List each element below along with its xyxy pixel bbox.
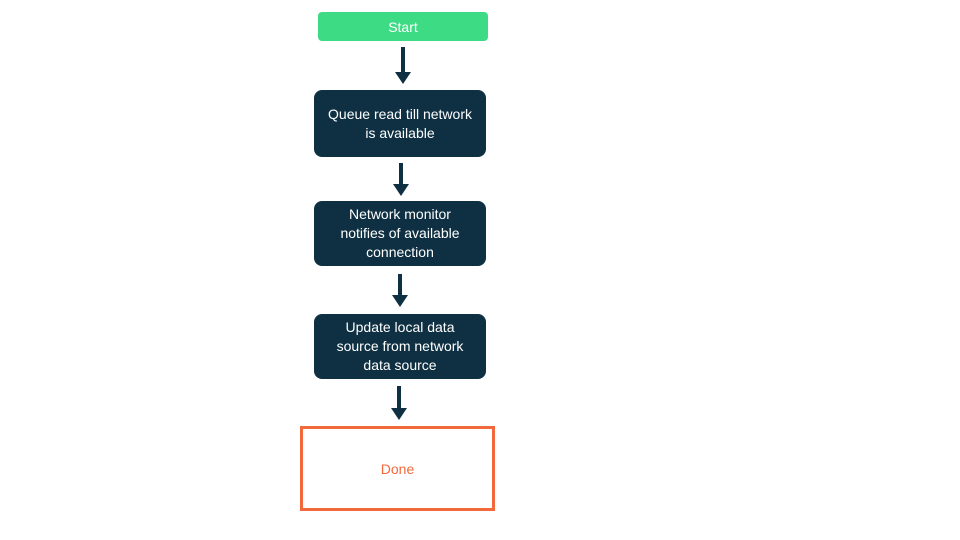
arrow-head (395, 72, 411, 84)
flowchart-node-done: Done (300, 426, 495, 511)
arrow-down-icon (395, 47, 411, 84)
arrow-head (393, 184, 409, 196)
flowchart-node-network-monitor: Network monitor notifies of available co… (314, 201, 486, 266)
arrow-shaft (399, 163, 403, 184)
arrow-down-icon (392, 274, 408, 307)
arrow-shaft (397, 386, 401, 408)
arrow-down-icon (393, 163, 409, 196)
arrow-shaft (398, 274, 402, 295)
flowchart-node-queue-read: Queue read till network is available (314, 90, 486, 157)
arrow-head (391, 408, 407, 420)
arrow-down-icon (391, 386, 407, 420)
arrow-shaft (401, 47, 405, 72)
flowchart-node-update-local-data: Update local data source from network da… (314, 314, 486, 379)
arrow-head (392, 295, 408, 307)
flowchart-node-start: Start (318, 12, 488, 41)
